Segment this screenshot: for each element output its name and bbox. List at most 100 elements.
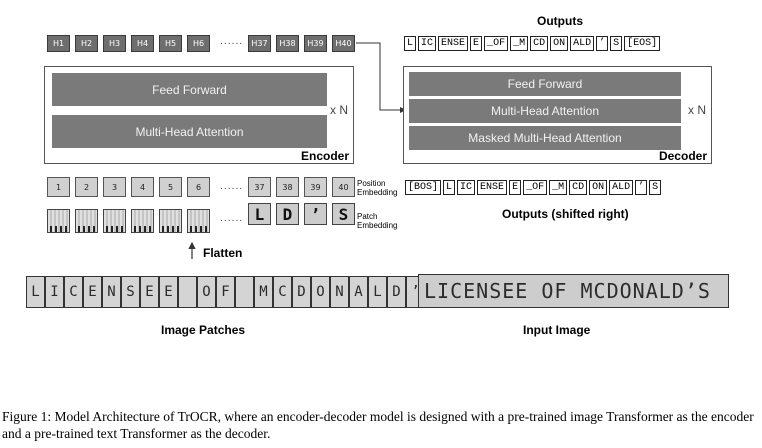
- encoder-feed-forward: Feed Forward: [52, 73, 327, 106]
- position-box: 39: [304, 177, 327, 197]
- patch-ink: [134, 226, 151, 232]
- position-box: 2: [75, 177, 98, 197]
- position-box: 38: [276, 177, 299, 197]
- image-patches-strip: LICENSEE OF MCDONALD’S: [26, 276, 444, 308]
- patch-ink: [106, 226, 123, 232]
- token: S: [649, 180, 662, 195]
- position-box: 6: [187, 177, 210, 197]
- image-patch-cell: A: [349, 276, 368, 308]
- patch-label-line1: Patch: [357, 212, 378, 221]
- hidden-state-box: H40: [332, 35, 355, 52]
- decoder-masked-attention: Masked Multi-Head Attention: [409, 126, 681, 150]
- hidden-state-box: H39: [304, 35, 327, 52]
- patch-ink: [162, 226, 179, 232]
- hidden-state-box: H1: [47, 35, 70, 52]
- token: ENSE: [438, 36, 469, 51]
- image-patch-cell: E: [83, 276, 102, 308]
- token: [BOS]: [405, 180, 442, 195]
- flatten-label: Flatten: [203, 246, 243, 260]
- hidden-state-box: H3: [103, 35, 126, 52]
- position-box: 37: [248, 177, 271, 197]
- image-patch-cell: D: [387, 276, 406, 308]
- patch-ink: [78, 226, 95, 232]
- encoder-attention: Multi-Head Attention: [52, 115, 327, 148]
- encoder-repeat: x N: [330, 103, 348, 117]
- position-ellipsis: ......: [220, 182, 244, 192]
- image-patch-cell: N: [102, 276, 121, 308]
- hidden-state-ellipsis: ......: [220, 37, 244, 47]
- token: _M: [549, 180, 568, 195]
- image-patch-tile: [47, 209, 70, 233]
- token: ENSE: [477, 180, 508, 195]
- token: _M: [510, 36, 529, 51]
- position-box: 3: [103, 177, 126, 197]
- patch-ellipsis: ......: [220, 214, 244, 224]
- token: IC: [418, 36, 437, 51]
- token: CD: [530, 36, 549, 51]
- patch-ink: [190, 226, 207, 232]
- position-label-line2: Embedding: [357, 188, 398, 197]
- patch-glyph-tile: L: [248, 203, 271, 225]
- encoder-label: Encoder: [300, 149, 349, 163]
- image-patch-cell: L: [26, 276, 45, 308]
- image-patch-tile: [159, 209, 182, 233]
- patch-embedding-label: Patch Embedding: [357, 212, 397, 230]
- image-patch-tile: [103, 209, 126, 233]
- token: S: [610, 36, 623, 51]
- encoder-block: Feed Forward Multi-Head Attention x N En…: [44, 66, 354, 164]
- image-patch-cell: E: [140, 276, 159, 308]
- image-patch-cell: I: [45, 276, 64, 308]
- image-patch-cell: O: [311, 276, 330, 308]
- position-box: 5: [159, 177, 182, 197]
- decoder-repeat: x N: [688, 103, 706, 117]
- token: E: [509, 180, 522, 195]
- image-patch-cell: M: [254, 276, 273, 308]
- image-patch-tile: [131, 209, 154, 233]
- figure-caption: Figure 1: Model Architecture of TrOCR, w…: [2, 409, 754, 441]
- token: ON: [550, 36, 569, 51]
- image-patch-cell: [235, 276, 254, 308]
- position-box: 40: [332, 177, 355, 197]
- token: _OF: [484, 36, 509, 51]
- image-patch-cell: F: [216, 276, 235, 308]
- hidden-state-box: H4: [131, 35, 154, 52]
- image-patches-label: Image Patches: [161, 323, 246, 337]
- token: CD: [569, 180, 588, 195]
- token: ALD: [609, 180, 634, 195]
- patch-glyph-tile: D: [276, 203, 299, 225]
- hidden-state-box: H5: [159, 35, 182, 52]
- image-patch-cell: E: [159, 276, 178, 308]
- input-image: LICENSEE OF MCDONALD’S: [418, 274, 729, 308]
- token: ’: [635, 180, 648, 195]
- image-patch-tile: [187, 209, 210, 233]
- position-embedding-label: Position Embedding: [357, 179, 397, 197]
- input-image-label: Input Image: [523, 323, 591, 337]
- token: IC: [457, 180, 476, 195]
- token: [EOS]: [624, 36, 661, 51]
- token: L: [443, 180, 456, 195]
- image-patch-tile: [75, 209, 98, 233]
- position-box: 1: [47, 177, 70, 197]
- image-patch-cell: D: [292, 276, 311, 308]
- image-patch-cell: N: [330, 276, 349, 308]
- image-patch-cell: S: [121, 276, 140, 308]
- token: E: [470, 36, 483, 51]
- image-patch-cell: C: [64, 276, 83, 308]
- outputs-title: Outputs: [537, 14, 583, 28]
- patch-ink: [50, 226, 67, 232]
- image-patch-cell: O: [197, 276, 216, 308]
- position-box: 4: [131, 177, 154, 197]
- encoder-to-decoder-arrow: [356, 42, 406, 113]
- hidden-state-box: H2: [75, 35, 98, 52]
- token: ’: [596, 36, 609, 51]
- token: ON: [589, 180, 608, 195]
- decoder-block: Feed Forward Multi-Head Attention Masked…: [403, 66, 712, 164]
- patch-label-line2: Embedding: [357, 221, 398, 230]
- hidden-state-box: H37: [248, 35, 271, 52]
- image-patch-cell: C: [273, 276, 292, 308]
- hidden-state-box: H6: [187, 35, 210, 52]
- decoder-label: Decoder: [658, 149, 707, 163]
- patch-glyph-tile: S: [332, 203, 355, 225]
